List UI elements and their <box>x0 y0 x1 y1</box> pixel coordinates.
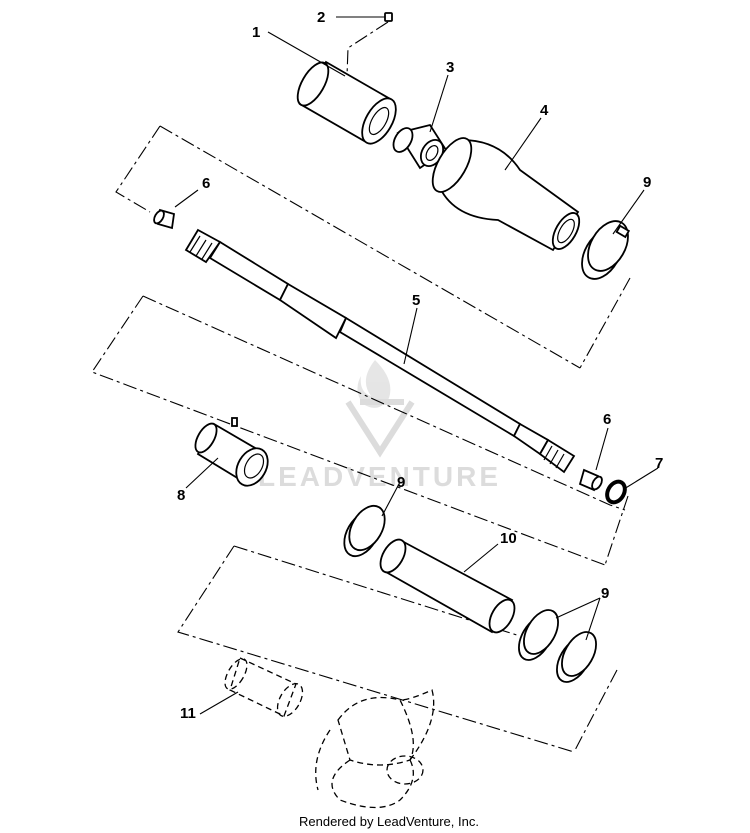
callout-5: 5 <box>412 292 420 309</box>
phantom-assembly-lines <box>91 125 631 753</box>
callout-2: 2 <box>317 9 325 26</box>
callout-labels: 1 2 3 4 5 6 6 7 8 9 9 9 10 11 <box>177 9 663 722</box>
callout-9-middle: 9 <box>397 474 405 491</box>
plug-lower-part <box>578 468 603 492</box>
bearing-housing-part <box>194 417 269 487</box>
driveshaft-boot-part <box>431 137 581 252</box>
callout-11: 11 <box>180 705 196 722</box>
callout-9-lower: 9 <box>601 585 609 602</box>
watermark-text: LEADVENTURE <box>258 461 501 492</box>
propeller-reference <box>315 689 435 809</box>
callout-6-lower: 6 <box>603 411 611 428</box>
adapter-part <box>224 657 304 718</box>
watermark-logo-icon <box>345 360 415 458</box>
o-ring-part <box>605 479 627 505</box>
driveshaft-part <box>184 228 576 474</box>
callout-6-upper: 6 <box>202 175 210 192</box>
leadventure-watermark: LEADVENTURE <box>258 360 501 492</box>
plug-upper-part <box>153 208 176 230</box>
hose-clamp-middle-part <box>343 505 386 557</box>
callout-4: 4 <box>540 102 549 119</box>
callout-9-upper: 9 <box>643 174 651 191</box>
callout-7: 7 <box>655 455 663 472</box>
hose-clamp-lower-pair-part <box>518 609 597 683</box>
callout-1: 1 <box>252 24 260 41</box>
callout-8: 8 <box>177 487 185 504</box>
hose-clamp-upper-part <box>581 220 631 280</box>
render-credit: Rendered by LeadVenture, Inc. <box>299 814 479 829</box>
callout-3: 3 <box>446 59 454 76</box>
setscrew-part <box>336 12 393 77</box>
coupler-part <box>296 60 397 145</box>
tube-part <box>379 538 516 634</box>
callout-10: 10 <box>500 530 517 547</box>
leader-lines <box>174 31 659 715</box>
